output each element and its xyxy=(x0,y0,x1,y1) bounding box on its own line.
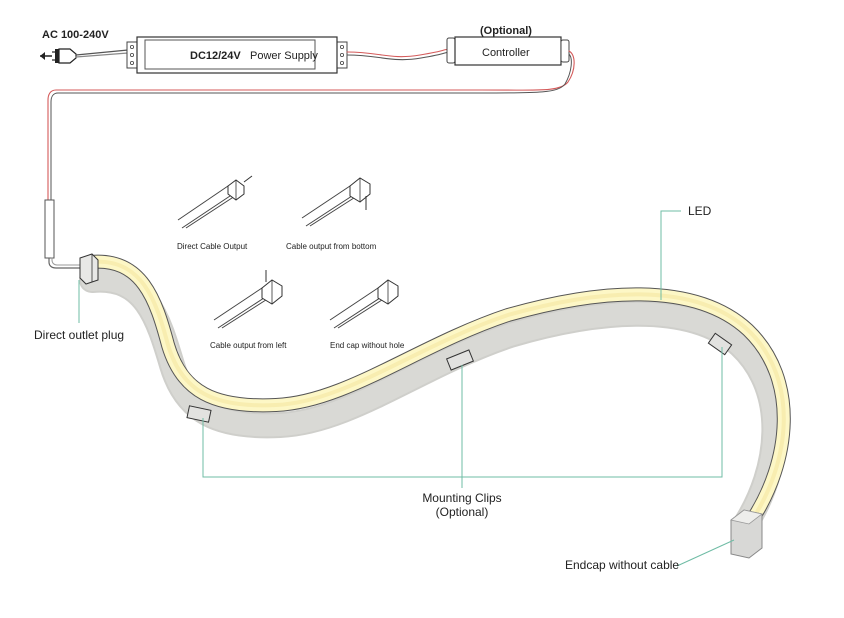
direct-outlet-plug-icon xyxy=(79,253,99,285)
power-supply-box xyxy=(126,36,348,74)
psu-controller-wire xyxy=(346,48,451,61)
mounting-clips-optional-label: (Optional) xyxy=(436,505,489,519)
mounting-clip-3-icon xyxy=(707,332,733,356)
variant-label-bottom: Cable output from bottom xyxy=(286,242,377,251)
led-strip xyxy=(79,254,791,538)
direct-outlet-plug-label: Direct outlet plug xyxy=(34,328,124,342)
endcap-label: Endcap without cable xyxy=(565,558,679,572)
variant-label-left: Cable output from left xyxy=(210,341,287,350)
led-label: LED xyxy=(688,204,712,218)
direct-cable-output-illustration xyxy=(177,175,253,229)
mounting-clips-label: Mounting Clips xyxy=(422,491,501,505)
controller-box xyxy=(446,36,570,66)
controller-strip-wire xyxy=(44,50,575,269)
controller-name: Controller xyxy=(482,47,530,59)
power-supply-name: Power Supply xyxy=(250,50,318,62)
end-cap-without-hole-illustration xyxy=(329,279,399,329)
ac-plug-icon xyxy=(40,48,77,64)
variant-label-endcap: End cap without hole xyxy=(330,341,405,350)
variant-label-direct: Direct Cable Output xyxy=(177,242,248,251)
mounting-clip-1-icon xyxy=(186,405,212,423)
cable-left-illustration xyxy=(213,270,283,329)
controller-optional-label: (Optional) xyxy=(480,25,532,37)
cable-bottom-illustration xyxy=(301,177,371,227)
ac-cable xyxy=(75,49,129,58)
endcap-icon xyxy=(730,509,763,559)
callout-lines xyxy=(78,210,735,567)
ac-voltage-label: AC 100-240V xyxy=(42,29,109,41)
power-supply-voltage: DC12/24V xyxy=(190,50,241,62)
